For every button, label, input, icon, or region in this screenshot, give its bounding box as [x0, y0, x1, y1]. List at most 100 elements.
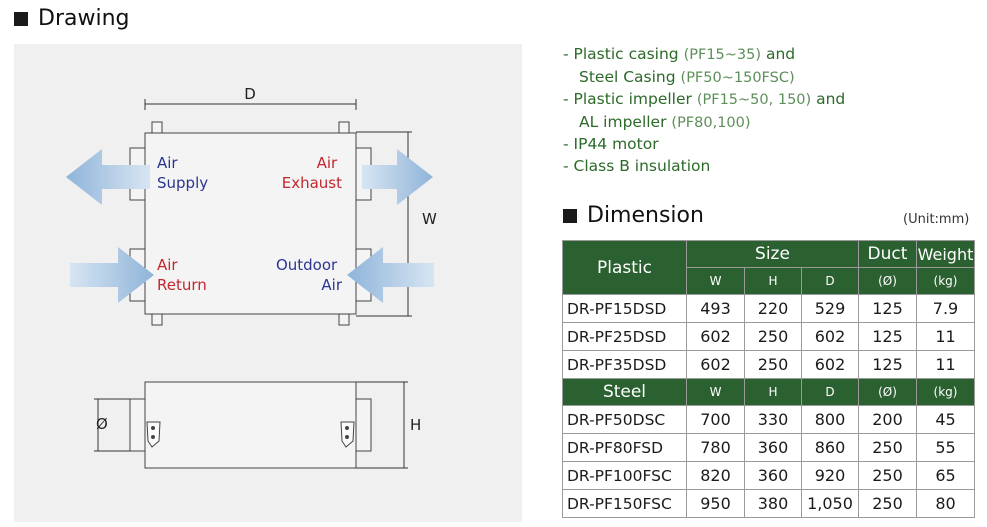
h-header: H	[744, 267, 802, 295]
h-cell: 380	[744, 489, 802, 518]
d-cell: 602	[801, 322, 859, 351]
h-cell: 250	[744, 322, 802, 351]
duct-unit-header: (Ø)	[858, 267, 917, 295]
weight-cell: 11	[916, 350, 975, 379]
outdoor-air-arrow-icon	[347, 247, 434, 303]
h-cell: 250	[744, 350, 802, 379]
d-cell: 529	[801, 294, 859, 323]
feature-item: - Plastic casing (PF15~35) and	[563, 45, 796, 63]
weight-cell: 7.9	[916, 294, 975, 323]
feature-list: - Plastic casing (PF15~35) and Steel Cas…	[563, 44, 845, 177]
air-return-label: Air Return	[157, 256, 207, 294]
h-header: H	[744, 378, 802, 406]
dimension-phi-line	[94, 398, 130, 452]
duct-cell: 125	[858, 294, 917, 323]
duct-cell: 250	[858, 433, 917, 462]
dimension-table: Plastic Size Duct Weight W H D (Ø) (kg) …	[562, 240, 975, 518]
drawing-title: Drawing	[14, 6, 129, 31]
w-cell: 950	[686, 489, 745, 518]
w-cell: 700	[686, 405, 745, 434]
w-cell: 602	[686, 322, 745, 351]
dimension-h-line	[356, 381, 408, 469]
d-cell: 602	[801, 350, 859, 379]
w-cell: 602	[686, 350, 745, 379]
dimension-title-text: Dimension	[587, 203, 704, 228]
d-header: D	[801, 267, 859, 295]
model-cell: DR-PF150FSC	[562, 489, 687, 518]
outdoor-air-label: Outdoor Air	[276, 256, 343, 294]
feature-item: - Plastic impeller (PF15~50, 150) and	[563, 90, 846, 108]
air-supply-arrow-icon	[66, 149, 150, 205]
air-return-arrow-icon	[70, 247, 154, 303]
dimension-title: Dimension	[563, 203, 704, 228]
weight-unit-header: (kg)	[916, 267, 975, 295]
table-subheader-row: W H D (Ø) (kg)	[563, 267, 975, 295]
h-cell: 330	[744, 405, 802, 434]
w-cell: 820	[686, 461, 745, 490]
w-header: W	[686, 378, 745, 406]
d-cell: 920	[801, 461, 859, 490]
table-row: DR-PF50DSC 700 330 800 200 45	[562, 405, 975, 434]
unit-drawing: D W Air Su	[66, 85, 437, 469]
weight-cell: 65	[916, 461, 975, 490]
h-cell: 360	[744, 433, 802, 462]
dim-d-label: D	[244, 85, 256, 103]
table-header-row: Plastic Size Duct Weight	[562, 240, 975, 295]
square-bullet-icon	[563, 208, 577, 223]
d-header: D	[801, 378, 859, 406]
dim-phi-label: Ø	[96, 415, 108, 433]
table-row: DR-PF80FSD 780 360 860 250 55	[562, 433, 975, 462]
w-cell: 780	[686, 433, 745, 462]
table-row: DR-PF35DSD 602 250 602 125 11	[562, 350, 975, 379]
weight-unit-header: (kg)	[916, 378, 975, 406]
w-cell: 493	[686, 294, 745, 323]
dim-h-label: H	[410, 416, 421, 434]
model-cell: DR-PF25DSD	[562, 322, 687, 351]
air-exhaust-arrow-icon	[362, 149, 433, 205]
drawing-panel: D W Air Su	[14, 44, 522, 522]
plastic-header: Plastic	[562, 240, 687, 295]
table-row: DR-PF15DSD 493 220 529 125 7.9	[562, 294, 975, 323]
drawing-title-text: Drawing	[38, 6, 130, 31]
table-row: DR-PF150FSC 950 380 1,050 250 80	[562, 489, 975, 518]
duct-unit-header: (Ø)	[858, 378, 917, 406]
steel-header-row: Steel W H D (Ø) (kg)	[562, 378, 975, 406]
weight-cell: 45	[916, 405, 975, 434]
dim-w-label: W	[422, 210, 437, 228]
size-header: Size	[686, 240, 859, 268]
weight-cell: 55	[916, 433, 975, 462]
duct-cell: 125	[858, 322, 917, 351]
air-exhaust-label: Air Exhaust	[282, 154, 342, 192]
d-cell: 1,050	[801, 489, 859, 518]
weight-cell: 80	[916, 489, 975, 518]
duct-cell: 250	[858, 461, 917, 490]
model-cell: DR-PF50DSC	[562, 405, 687, 434]
d-cell: 860	[801, 433, 859, 462]
air-supply-label: Air Supply	[157, 154, 208, 192]
steel-header: Steel	[562, 378, 687, 406]
feature-item: - Class B insulation	[563, 156, 711, 175]
model-cell: DR-PF15DSD	[562, 294, 687, 323]
model-cell: DR-PF100FSC	[562, 461, 687, 490]
unit-top-view	[129, 121, 372, 326]
duct-cell: 250	[858, 489, 917, 518]
duct-header: Duct	[858, 240, 917, 268]
square-bullet-icon	[14, 11, 28, 26]
feature-item: Steel Casing (PF50~150FSC)	[579, 67, 795, 86]
unit-side-view	[129, 381, 372, 469]
model-cell: DR-PF35DSD	[562, 350, 687, 379]
h-cell: 220	[744, 294, 802, 323]
w-header: W	[686, 267, 745, 295]
duct-cell: 125	[858, 350, 917, 379]
h-cell: 360	[744, 461, 802, 490]
weight-cell: 11	[916, 322, 975, 351]
d-cell: 800	[801, 405, 859, 434]
model-cell: DR-PF80FSD	[562, 433, 687, 462]
weight-header: Weight	[916, 240, 975, 268]
feature-item: - IP44 motor	[563, 135, 659, 153]
unit-label: (Unit:mm)	[903, 212, 970, 227]
feature-item: AL impeller (PF80,100)	[579, 112, 751, 131]
dimension-d-line	[144, 99, 357, 110]
table-row: DR-PF25DSD 602 250 602 125 11	[562, 322, 975, 351]
table-row: DR-PF100FSC 820 360 920 250 65	[562, 461, 975, 490]
